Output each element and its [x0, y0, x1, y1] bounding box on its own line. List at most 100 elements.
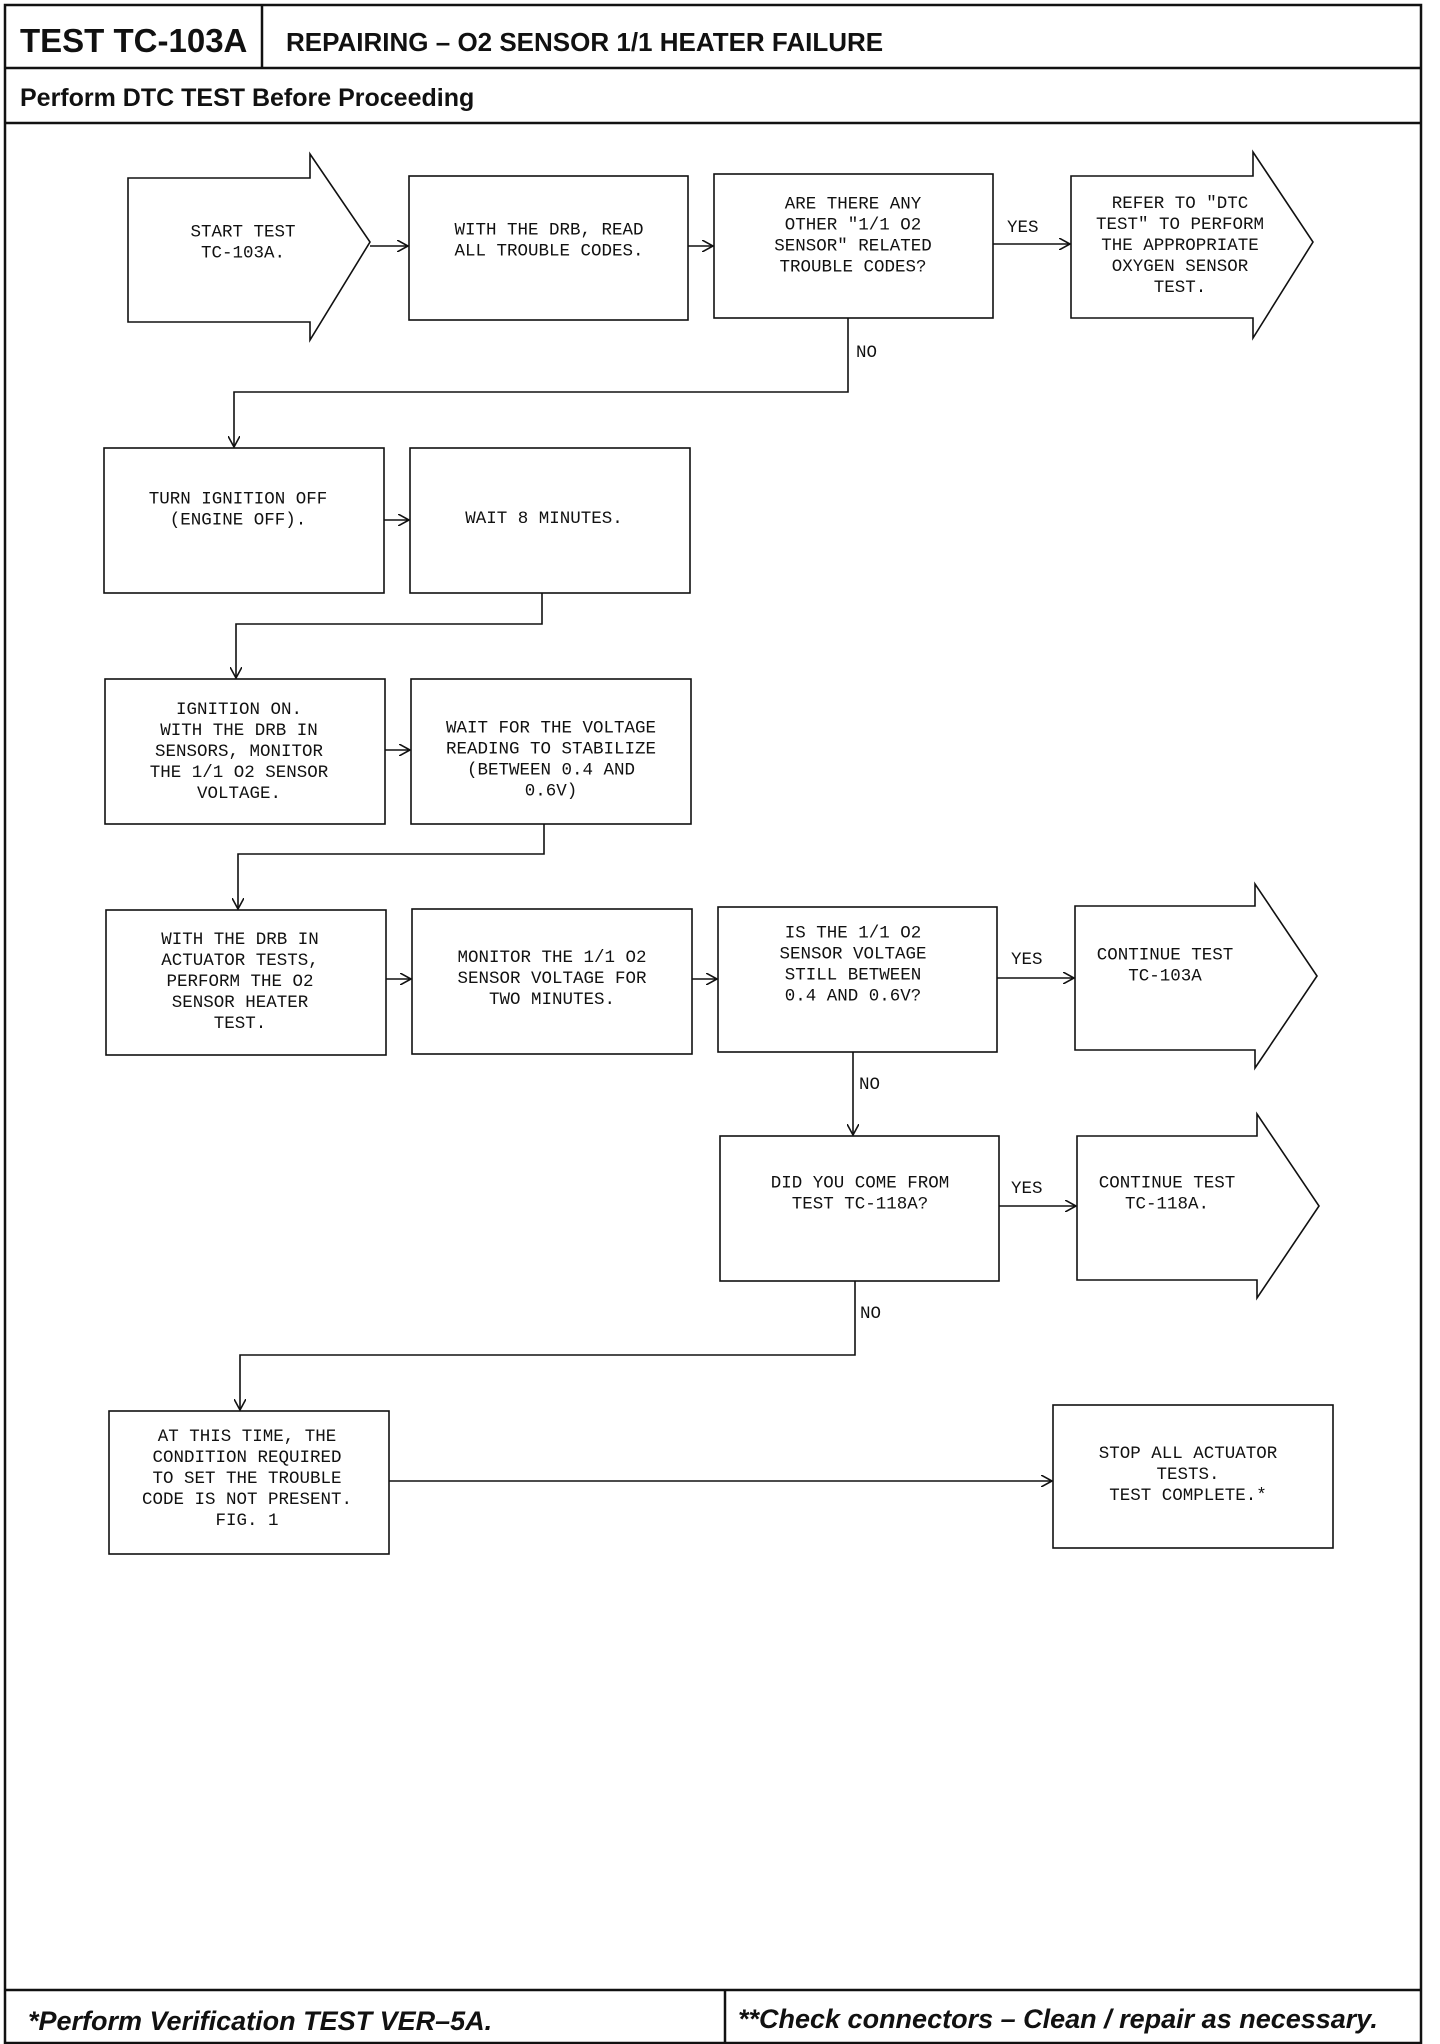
node-text-line: IGNITION ON. — [176, 700, 302, 720]
node-text-line: FIG. 1 — [215, 1511, 278, 1531]
node-text-line: TEST" TO PERFORM — [1096, 215, 1264, 235]
node-text-line: STOP ALL ACTUATOR — [1099, 1444, 1278, 1464]
refer-dtc-arrow-shape — [1070, 149, 1314, 341]
node-text-line: START TEST — [190, 223, 295, 243]
node-text-line: CONTINUE TEST — [1097, 946, 1234, 966]
yes-label: YES — [1007, 218, 1039, 238]
node-text-line: TURN IGNITION OFF — [149, 490, 328, 510]
connector-wait-ignition-on — [236, 593, 543, 678]
node-text-line: DID YOU COME FROM — [771, 1174, 950, 1194]
footer-left-note: *Perform Verification TEST VER–5A. — [28, 2006, 492, 2036]
no-label: NO — [860, 1304, 881, 1324]
node-text-line: TEST COMPLETE.* — [1109, 1486, 1267, 1506]
node-text-line: (BETWEEN 0.4 AND — [467, 761, 635, 781]
node-text-line: SENSORS, MONITOR — [155, 742, 324, 762]
node-text-line: READING TO STABILIZE — [446, 740, 656, 760]
node-text-line: THE APPROPRIATE — [1101, 236, 1259, 256]
node-text-line: TEST. — [1154, 278, 1207, 298]
actuator-test-box — [105, 909, 387, 1056]
node-text-line: TC-118A. — [1125, 1195, 1209, 1215]
node-text-line: 0.6V) — [525, 782, 578, 802]
node-text-line: TC-103A. — [201, 244, 285, 264]
node-text-line: ALL TROUBLE CODES. — [454, 242, 643, 262]
connector-stabilize-actuator — [238, 824, 545, 909]
node-text-line: VOLTAGE. — [197, 784, 281, 804]
page-frame — [3, 3, 1423, 2044]
node-text-line: TEST TC-118A? — [792, 1195, 929, 1215]
no-label: NO — [859, 1075, 880, 1095]
node-text-line: TESTS. — [1156, 1465, 1219, 1485]
node-text-line: ARE THERE ANY — [785, 195, 922, 215]
node-text-line: ACTUATOR TESTS, — [161, 951, 319, 971]
start-arrow-shape — [127, 151, 371, 343]
question-still-between-box — [717, 906, 998, 1053]
node-text-line: CODE IS NOT PRESENT. — [142, 1490, 352, 1510]
node-text-line: TEST. — [214, 1014, 267, 1034]
continue-118a-arrow-shape — [1076, 1111, 1320, 1301]
node-text-line: AT THIS TIME, THE — [158, 1427, 337, 1447]
node-text-line: OTHER "1/1 O2 — [785, 216, 922, 236]
yes-label: YES — [1011, 1179, 1043, 1199]
condition-absent-box — [108, 1410, 390, 1555]
wait-8-minutes-text: WAIT 8 MINUTES. — [465, 509, 623, 529]
monitor-two-minutes-box — [411, 908, 693, 1055]
node-text-line: SENSOR" RELATED — [774, 237, 932, 257]
node-text-line: TWO MINUTES. — [489, 990, 615, 1010]
no-label: NO — [856, 343, 877, 363]
node-text-line: WITH THE DRB IN — [160, 721, 318, 741]
node-text-line: SENSOR HEATER — [172, 993, 309, 1013]
node-text-line: CONDITION REQUIRED — [152, 1448, 341, 1468]
node-text-line: CONTINUE TEST — [1099, 1174, 1236, 1194]
ignition-off-text: TURN IGNITION OFF(ENGINE OFF). — [149, 490, 328, 531]
node-text-line: MONITOR THE 1/1 O2 — [457, 948, 646, 968]
page-title: REPAIRING – O2 SENSOR 1/1 HEATER FAILURE — [286, 27, 883, 57]
footer-right-note: **Check connectors – Clean / repair as n… — [738, 2004, 1378, 2034]
node-text-line: SENSOR VOLTAGE FOR — [457, 969, 647, 989]
ignition-off-box — [103, 447, 385, 594]
node-text-line: TC-103A — [1128, 967, 1202, 987]
connector-no-ignition-off — [234, 318, 849, 447]
stop-all-box — [1052, 1404, 1334, 1549]
question-came-from-box — [719, 1135, 1000, 1282]
node-text-line: 0.4 AND 0.6V? — [785, 987, 922, 1007]
node-text-line: REFER TO "DTC — [1112, 194, 1249, 214]
node-text-line: TO SET THE TROUBLE — [152, 1469, 341, 1489]
yes-label: YES — [1011, 950, 1043, 970]
wait-8-minutes-box — [409, 447, 691, 594]
ignition-on-box — [104, 678, 386, 825]
connector-no-condition-absent — [240, 1281, 856, 1410]
node-text-line: WAIT 8 MINUTES. — [465, 509, 623, 529]
node-text-line: OXYGEN SENSOR — [1112, 257, 1249, 277]
node-text-line: IS THE 1/1 O2 — [785, 924, 922, 944]
node-text-line: THE 1/1 O2 SENSOR — [150, 763, 329, 783]
page-subtitle: Perform DTC TEST Before Proceeding — [20, 84, 474, 112]
node-text-line: (ENGINE OFF). — [170, 511, 307, 531]
test-id: TEST TC-103A — [20, 22, 247, 59]
node-text-line: WITH THE DRB IN — [161, 930, 319, 950]
node-text-line: STILL BETWEEN — [785, 966, 922, 986]
continue-103a-arrow-shape — [1074, 881, 1318, 1071]
node-text-line: WAIT FOR THE VOLTAGE — [446, 719, 656, 739]
node-text-line: PERFORM THE O2 — [166, 972, 313, 992]
node-text-line: WITH THE DRB, READ — [454, 221, 643, 241]
read-codes-box — [408, 175, 689, 321]
node-text-line: TROUBLE CODES? — [779, 258, 926, 278]
question-other-codes-box — [713, 173, 994, 319]
wait-stabilize-box — [410, 678, 692, 825]
node-text-line: SENSOR VOLTAGE — [779, 945, 926, 965]
